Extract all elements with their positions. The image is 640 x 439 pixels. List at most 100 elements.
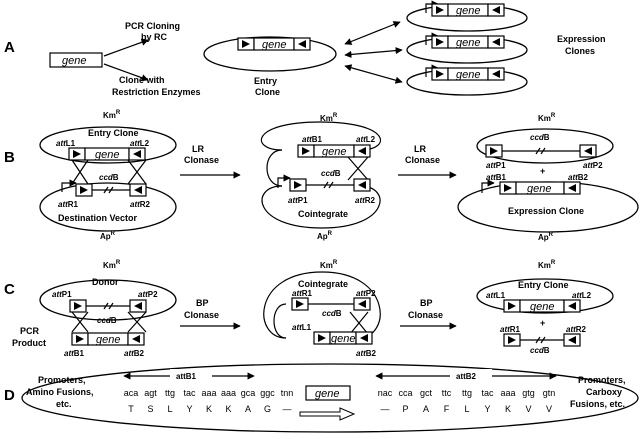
panel-label-a: A xyxy=(4,39,15,56)
amino-acid: K xyxy=(206,404,212,414)
attb1-label-b: attB1 xyxy=(302,135,323,144)
amino-acid: V xyxy=(546,404,552,414)
cointegrate-c-plasmid xyxy=(263,271,381,339)
attb2-label-b3: attB2 xyxy=(568,173,589,182)
amino-acid: — xyxy=(381,404,390,414)
excised-ccdb-plasmid xyxy=(476,128,614,164)
arrow-expression-2 xyxy=(344,46,403,59)
gene-direction-arrow xyxy=(299,407,356,421)
codon: gtn xyxy=(543,388,556,398)
attb1-label-d: attB1 xyxy=(176,372,197,381)
cointegrate-b-ap: ApR xyxy=(317,231,333,241)
attp2-label-c: attP2 xyxy=(138,290,158,299)
cointegrate-b-label: Cointegrate xyxy=(298,209,348,219)
entry-clone-plasmid: gene xyxy=(203,36,337,72)
attb1-label-b3: attB1 xyxy=(486,173,507,182)
cointegrate-b-insert-top: gene xyxy=(297,144,371,158)
attr1-label-c2: attR1 xyxy=(500,325,521,334)
attl1-label-c2: attL1 xyxy=(486,291,506,300)
codon: aca xyxy=(124,388,139,398)
svg-text:gene: gene xyxy=(322,146,346,158)
amino-acid: A xyxy=(245,404,251,414)
amino-acid: G xyxy=(264,404,271,414)
codon: ggc xyxy=(260,388,275,398)
bp-clonase-label-1: BP Clonase xyxy=(184,298,219,320)
entry-clone-label: Entry Clone xyxy=(254,76,280,97)
attl1-label-b: attL1 xyxy=(56,139,76,148)
panel-label-d: D xyxy=(4,387,15,404)
entry-clone-km: KmR xyxy=(103,110,121,120)
attb2-label-d: attB2 xyxy=(456,372,477,381)
svg-text:gene: gene xyxy=(331,333,355,345)
amino-acid: Y xyxy=(186,404,192,414)
donor-km: KmR xyxy=(103,260,121,270)
codon: gct xyxy=(420,388,433,398)
expression-clone-b-ap: ApR xyxy=(538,232,554,242)
arrow-expression-1 xyxy=(344,21,401,45)
amino-acid: K xyxy=(505,404,511,414)
excised-ccdb-fragment-c xyxy=(503,333,581,347)
ccdb-label-c3: ccdB xyxy=(530,346,550,355)
attp2-label-b3: attP2 xyxy=(583,161,603,170)
expression-clone-2: gene xyxy=(406,32,528,64)
lr-clonase-label-2: LR Clonase xyxy=(405,144,440,165)
codon: tnn xyxy=(281,388,294,398)
attr1-label-c: attR1 xyxy=(292,289,313,298)
attp1-label-b2: attP1 xyxy=(288,196,308,205)
expression-clone-3: gene xyxy=(406,64,528,96)
svg-text:gene: gene xyxy=(527,183,551,195)
crossover-right-b xyxy=(127,159,147,185)
bp-clonase-label-2: BP Clonase xyxy=(408,298,443,320)
svg-text:gene: gene xyxy=(456,69,480,81)
panel-label-c: C xyxy=(4,281,15,298)
svg-text:gene: gene xyxy=(95,149,119,161)
ccdb-label-b2: ccdB xyxy=(321,169,341,178)
expression-clone-b-insert: gene xyxy=(481,179,581,195)
crossover-cointegrate-b xyxy=(347,156,369,181)
svg-text:gene: gene xyxy=(456,37,480,49)
codon: ttc xyxy=(442,388,452,398)
codon: cca xyxy=(398,388,412,398)
entry-clone-b-label: Entry Clone xyxy=(88,128,139,138)
attr2-label-c2: attR2 xyxy=(566,325,587,334)
expression-clone-1: gene xyxy=(406,0,528,32)
amino-acid: L xyxy=(167,404,172,414)
expression-clone-b-label: Expression Clone xyxy=(508,206,584,216)
crossover-right-c xyxy=(127,311,147,333)
attr2-label-b: attR2 xyxy=(130,200,151,209)
cointegrate-b-km: KmR xyxy=(320,113,338,123)
crossover-cointegrate-c xyxy=(349,311,369,335)
ccdb-label-c1: ccdB xyxy=(97,316,117,325)
arrow-expression-3 xyxy=(344,64,403,84)
codon: aaa xyxy=(221,388,236,398)
cointegrate-c-insert-bottom: gene xyxy=(313,331,373,345)
entry-clone-b-insert: gene xyxy=(68,147,146,161)
attr2-label-b2: attR2 xyxy=(355,196,376,205)
lr-clonase-label-1: LR Clonase xyxy=(184,144,219,165)
gene-fragment: gene xyxy=(49,52,103,68)
arrow-restriction-cloning xyxy=(103,63,149,82)
donor-insert xyxy=(69,299,147,313)
ccdb-label-b3: ccdB xyxy=(530,133,550,142)
donor-label: Donor xyxy=(92,277,119,287)
svg-text:gene: gene xyxy=(262,39,286,51)
cointegrate-c-km: KmR xyxy=(320,260,338,270)
codon: gca xyxy=(241,388,256,398)
gene-box-d: gene xyxy=(305,385,351,401)
arrow-pcr-cloning xyxy=(103,38,149,57)
codon: tac xyxy=(481,388,494,398)
attl2-label-b2: attL2 xyxy=(356,135,376,144)
right-fusion-label: Promoters, Carboxy Fusions, etc. xyxy=(570,375,628,409)
amino-acid: V xyxy=(525,404,531,414)
svg-text:gene: gene xyxy=(456,5,480,17)
svg-text:gene: gene xyxy=(62,55,86,67)
entry-clone-c-label: Entry Clone xyxy=(518,280,569,290)
restriction-cloning-label: Clone with Restriction Enzymes xyxy=(112,75,201,97)
codon: agt xyxy=(144,388,157,398)
left-fusion-label: Promoters, Amino Fusions, etc. xyxy=(26,375,96,409)
